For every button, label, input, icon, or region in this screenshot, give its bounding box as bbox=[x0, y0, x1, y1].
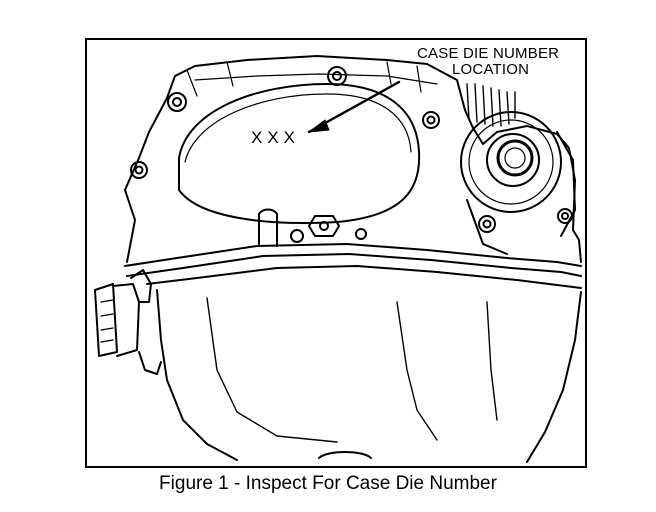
case-cover-dome bbox=[178, 83, 421, 224]
top-surface bbox=[194, 73, 438, 85]
arrow-pointer-icon bbox=[307, 80, 401, 134]
bolt-head-icon bbox=[167, 92, 187, 112]
figure-frame: CASE DIE NUMBER LOCATION XXX bbox=[85, 38, 587, 468]
right-flange bbox=[466, 131, 576, 255]
transaxle-case-illustration bbox=[94, 55, 582, 463]
figure-caption: Figure 1 - Inspect For Case Die Number bbox=[159, 473, 497, 494]
callout-label-line-2: LOCATION bbox=[452, 61, 530, 78]
electrical-connector bbox=[94, 269, 162, 375]
bolt-head-icon bbox=[478, 215, 496, 233]
pan-flange bbox=[146, 265, 582, 289]
bolt-head-icon bbox=[130, 161, 148, 179]
oil-pan-drain bbox=[318, 451, 372, 459]
case-cover-ridge bbox=[184, 93, 412, 163]
top-rib bbox=[186, 61, 422, 97]
cooling-fins bbox=[466, 83, 516, 127]
pan-rail bbox=[126, 253, 582, 277]
oil-pan-panel bbox=[206, 297, 498, 443]
bolt-head-icon bbox=[308, 215, 340, 237]
pan-rail bbox=[124, 243, 582, 267]
bolt-head-icon bbox=[327, 66, 347, 86]
boss-stem bbox=[258, 208, 278, 247]
case-port bbox=[290, 229, 304, 243]
callout-label-line-1: CASE DIE NUMBER bbox=[417, 45, 560, 62]
case-port bbox=[355, 228, 367, 240]
oil-pan bbox=[156, 289, 582, 463]
axle-seal bbox=[460, 111, 562, 213]
bolt-head-icon bbox=[422, 111, 440, 129]
case-die-number-marks: XXX bbox=[251, 128, 301, 147]
